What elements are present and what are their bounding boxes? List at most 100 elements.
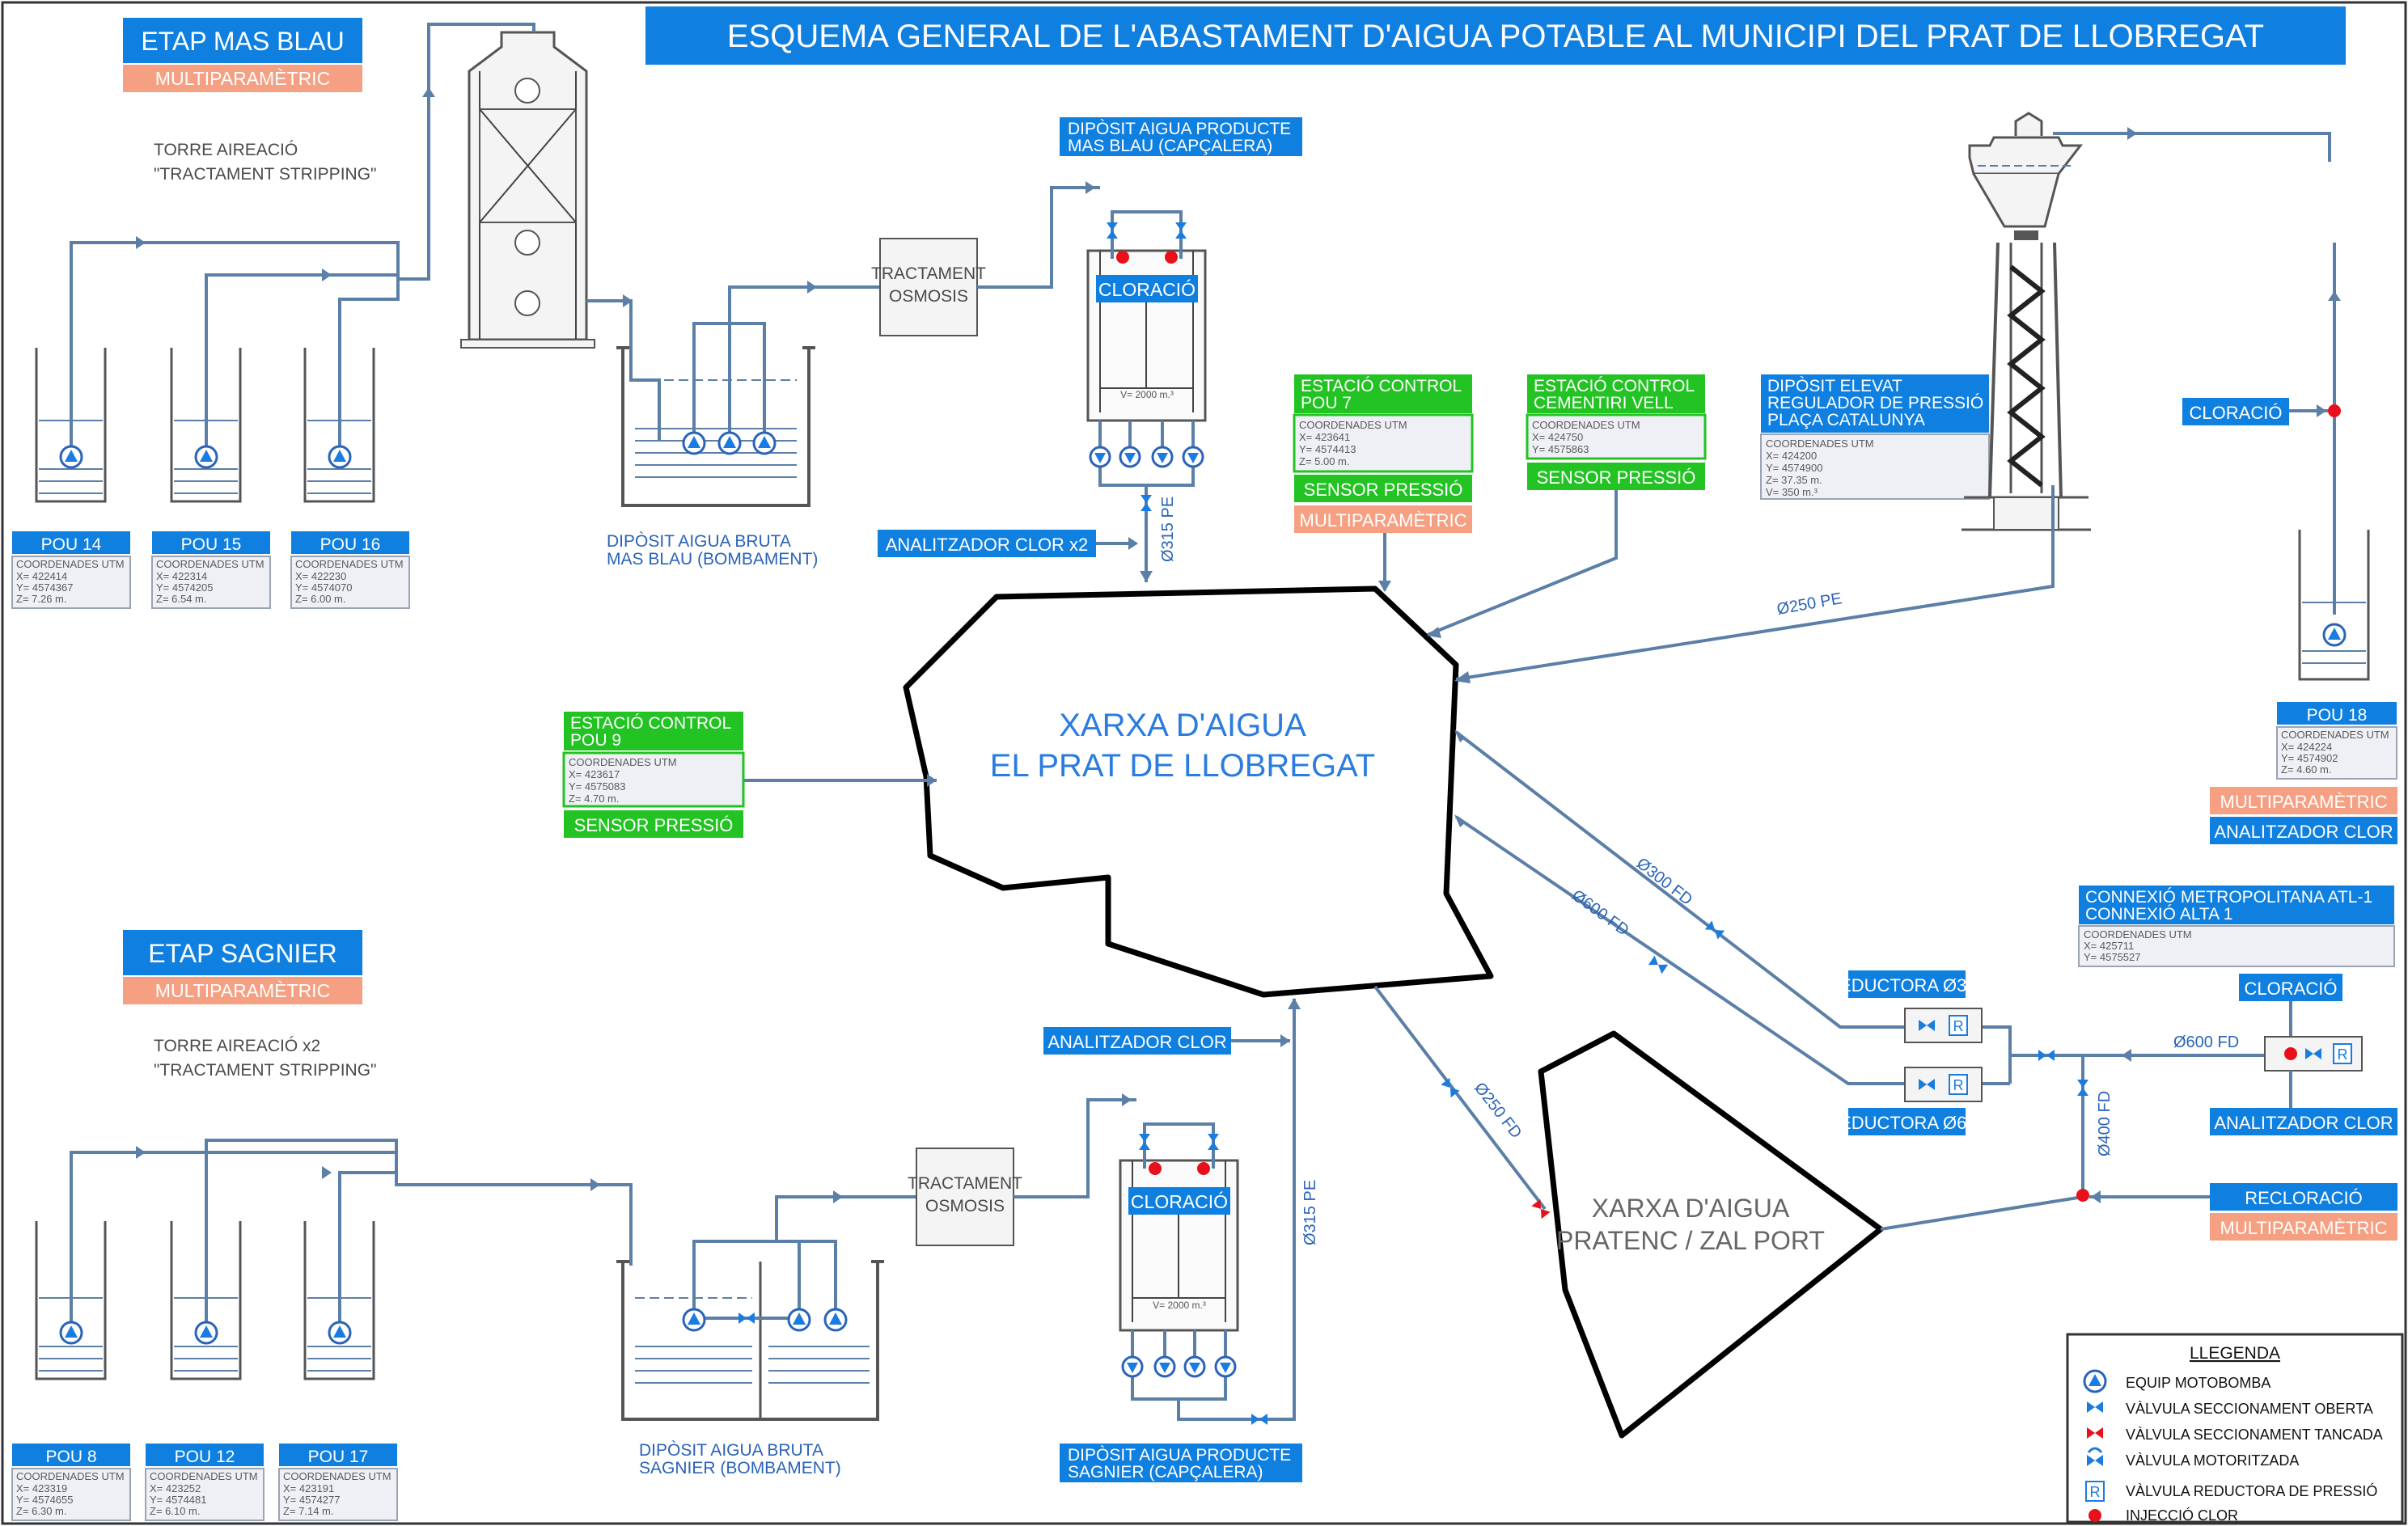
svg-text:Y= 4574367: Y= 4574367 <box>16 581 73 594</box>
svg-text:CEMENTIRI VELL: CEMENTIRI VELL <box>1534 394 1674 412</box>
legend: LLEGENDA EQUIP MOTOBOMBA VÀLVULA SECCION… <box>2066 1333 2404 1524</box>
svg-text:CLORACIÓ: CLORACIÓ <box>2245 979 2338 999</box>
svg-text:R: R <box>2090 1484 2101 1500</box>
pipe-600fd-main <box>1880 1027 2265 1231</box>
svg-text:ESTACIÓ CONTROL: ESTACIÓ CONTROL <box>1534 377 1695 395</box>
raw-tank-mas-blau-label-2: MAS BLAU (BOMBAMENT) <box>607 550 818 569</box>
svg-text:POU 8: POU 8 <box>45 1448 96 1466</box>
svg-text:Z= 6.54 m.: Z= 6.54 m. <box>156 593 207 605</box>
sagnier-tower-label-1: TORRE AIREACIÓ x2 <box>154 1037 320 1055</box>
svg-text:Y= 4574655: Y= 4574655 <box>16 1494 73 1506</box>
pipe-label-315pe-mas-blau: Ø315 PE <box>1159 497 1177 562</box>
svg-text:COORDENADES UTM: COORDENADES UTM <box>16 558 125 570</box>
well-pou-12 <box>170 1221 242 1380</box>
svg-text:R: R <box>1953 1077 1964 1093</box>
product-tank-mas-blau-label: DIPÒSIT AIGUA PRODUCTE MAS BLAU (CAPÇALE… <box>1060 117 1302 156</box>
svg-text:COORDENADES UTM: COORDENADES UTM <box>1532 419 1640 431</box>
pou-18-label: POU 18 COORDENADES UTM X= 424224 Y= 4574… <box>2210 702 2397 844</box>
station-pou-9: ESTACIÓ CONTROL POU 9 COORDENADES UTM X=… <box>562 712 937 838</box>
svg-text:ETAP MAS BLAU: ETAP MAS BLAU <box>141 27 344 56</box>
svg-text:X= 423191: X= 423191 <box>283 1482 334 1494</box>
main-network-label-1: XARXA D'AIGUA <box>1059 708 1306 743</box>
diagram-title: ESQUEMA GENERAL DE L'ABASTAMENT D'AIGUA … <box>645 6 2346 65</box>
svg-text:COORDENADES UTM: COORDENADES UTM <box>156 558 264 570</box>
svg-text:ESTACIÓ CONTROL: ESTACIÓ CONTROL <box>570 714 731 733</box>
svg-text:TRACTAMENT: TRACTAMENT <box>871 264 986 283</box>
svg-text:X= 425711: X= 425711 <box>2084 940 2134 952</box>
svg-text:ANALITZADOR CLOR x2: ANALITZADOR CLOR x2 <box>886 535 1089 555</box>
svg-text:X= 424224: X= 424224 <box>2281 741 2332 753</box>
svg-text:CONNEXIÓ METROPOLITANA ATL-1: CONNEXIÓ METROPOLITANA ATL-1 <box>2085 888 2372 907</box>
pipe-label-400fd: Ø400 FD <box>2096 1091 2114 1156</box>
station-pou-7: ESTACIÓ CONTROL POU 7 COORDENADES UTM X=… <box>1293 374 1474 592</box>
raw-water-tank-mas-blau <box>586 281 882 507</box>
svg-text:EQUIP MOTOBOMBA: EQUIP MOTOBOMBA <box>2126 1375 2270 1391</box>
svg-text:MULTIPARAMÈTRIC: MULTIPARAMÈTRIC <box>155 980 330 1001</box>
cloracio-mas-blau-label: CLORACIÓ <box>1098 279 1196 300</box>
svg-text:Y= 4574070: Y= 4574070 <box>295 581 352 594</box>
raw-tank-sagnier-label-1: DIPÒSIT AIGUA BRUTA <box>639 1441 823 1460</box>
svg-text:COORDENADES UTM: COORDENADES UTM <box>295 558 404 570</box>
svg-text:Z= 7.26 m.: Z= 7.26 m. <box>16 593 67 605</box>
svg-text:X= 422414: X= 422414 <box>16 570 67 582</box>
svg-text:Y= 4574900: Y= 4574900 <box>1766 462 1822 474</box>
svg-text:Y= 4574902: Y= 4574902 <box>2281 752 2338 764</box>
svg-text:VÀLVULA SECCIONAMENT TANCADA: VÀLVULA SECCIONAMENT TANCADA <box>2126 1427 2383 1443</box>
svg-text:Z= 4.60 m.: Z= 4.60 m. <box>2281 763 2332 776</box>
svg-text:Z= 37.35 m.: Z= 37.35 m. <box>1766 474 1822 486</box>
svg-text:X= 422314: X= 422314 <box>156 570 207 582</box>
svg-text:SAGNIER (CAPÇALERA): SAGNIER (CAPÇALERA) <box>1068 1463 1263 1482</box>
reductora-600: R REDUCTORA Ø600 <box>1826 1067 1987 1135</box>
svg-text:COORDENADES UTM: COORDENADES UTM <box>16 1470 125 1482</box>
pou-17-label: POU 17 COORDENADES UTM X= 423191 Y= 4574… <box>278 1444 398 1521</box>
svg-text:OSMOSIS: OSMOSIS <box>925 1197 1005 1215</box>
svg-text:VÀLVULA MOTORITZADA: VÀLVULA MOTORITZADA <box>2126 1452 2299 1469</box>
svg-text:ETAP SAGNIER: ETAP SAGNIER <box>148 939 337 968</box>
svg-text:X= 424750: X= 424750 <box>1532 431 1583 443</box>
svg-text:ANALITZADOR CLOR: ANALITZADOR CLOR <box>2214 1113 2393 1133</box>
mas-blau-tower-label-2: "TRACTAMENT STRIPPING" <box>154 165 376 184</box>
product-tank-sagnier: CLORACIÓ V= 2000 m.³ <box>1119 998 1301 1425</box>
svg-text:Z= 6.10 m.: Z= 6.10 m. <box>150 1505 201 1517</box>
legend-item-valve-closed: VÀLVULA SECCIONAMENT TANCADA <box>2087 1427 2383 1443</box>
svg-text:PLAÇA CATALUNYA: PLAÇA CATALUNYA <box>1767 411 1925 429</box>
volume-sagnier: V= 2000 m.³ <box>1153 1300 1206 1311</box>
pipe-600fd <box>1454 814 2010 1085</box>
etap-sagnier-multiparametric: MULTIPARAMÈTRIC <box>123 977 362 1004</box>
svg-text:Y= 4575527: Y= 4575527 <box>2084 951 2140 963</box>
product-tank-mas-blau: CLORACIÓ V= 2000 m.³ <box>1086 210 1207 582</box>
svg-text:COORDENADES UTM: COORDENADES UTM <box>569 756 677 768</box>
svg-text:CONNEXIÓ ALTA 1: CONNEXIÓ ALTA 1 <box>2085 905 2232 924</box>
svg-text:REDUCTORA Ø300: REDUCTORA Ø300 <box>1826 975 1987 995</box>
svg-text:VÀLVULA REDUCTORA DE PRESSIÓ: VÀLVULA REDUCTORA DE PRESSIÓ <box>2126 1482 2377 1499</box>
pou-14-label: POU 14 COORDENADES UTM X= 422414 Y= 4574… <box>11 531 131 609</box>
svg-text:POU 7: POU 7 <box>1301 394 1352 412</box>
svg-text:INJECCIÓ CLOR: INJECCIÓ CLOR <box>2126 1507 2238 1524</box>
main-network-label-2: EL PRAT DE LLOBREGAT <box>990 748 1375 784</box>
svg-text:DIPÒSIT AIGUA PRODUCTE: DIPÒSIT AIGUA PRODUCTE <box>1068 1446 1291 1465</box>
svg-text:X= 423617: X= 423617 <box>569 768 620 780</box>
well-pou-17 <box>303 1221 375 1380</box>
svg-text:X= 423319: X= 423319 <box>16 1482 67 1494</box>
connexio-metropolitana: CONNEXIÓ METROPOLITANA ATL-1 CONNEXIÓ AL… <box>2078 886 2397 1135</box>
well-pou-16 <box>303 348 375 503</box>
svg-text:COORDENADES UTM: COORDENADES UTM <box>1766 438 1874 450</box>
svg-text:REDUCTORA Ø600: REDUCTORA Ø600 <box>1826 1113 1987 1133</box>
legend-item-valve-motor: VÀLVULA MOTORITZADA <box>2087 1447 2299 1469</box>
osmosis-unit-mas-blau: TRACTAMENT OSMOSIS <box>871 181 1100 336</box>
raw-tank-mas-blau-label-1: DIPÒSIT AIGUA BRUTA <box>607 532 791 551</box>
pou-16-label: POU 16 COORDENADES UTM X= 422230 Y= 4574… <box>290 531 410 609</box>
svg-text:Z= 7.14 m.: Z= 7.14 m. <box>283 1505 334 1517</box>
svg-text:Z= 6.30 m.: Z= 6.30 m. <box>16 1505 67 1517</box>
svg-text:Y= 4574205: Y= 4574205 <box>156 581 213 594</box>
pou-12-label: POU 12 COORDENADES UTM X= 423252 Y= 4574… <box>145 1444 264 1521</box>
cloracio-sagnier-label: CLORACIÓ <box>1131 1191 1228 1212</box>
pipe-label-315pe-sagnier: Ø315 PE <box>1301 1180 1319 1245</box>
well-pou-14 <box>35 348 107 503</box>
svg-text:SENSOR PRESSIÓ: SENSOR PRESSIÓ <box>1537 467 1696 488</box>
svg-text:MULTIPARAMÈTRIC: MULTIPARAMÈTRIC <box>1300 510 1467 531</box>
pipe-label-600fd: Ø600 FD <box>1568 886 1632 940</box>
svg-text:TRACTAMENT: TRACTAMENT <box>908 1174 1022 1193</box>
main-network-area: XARXA D'AIGUA EL PRAT DE LLOBREGAT <box>903 585 1494 998</box>
